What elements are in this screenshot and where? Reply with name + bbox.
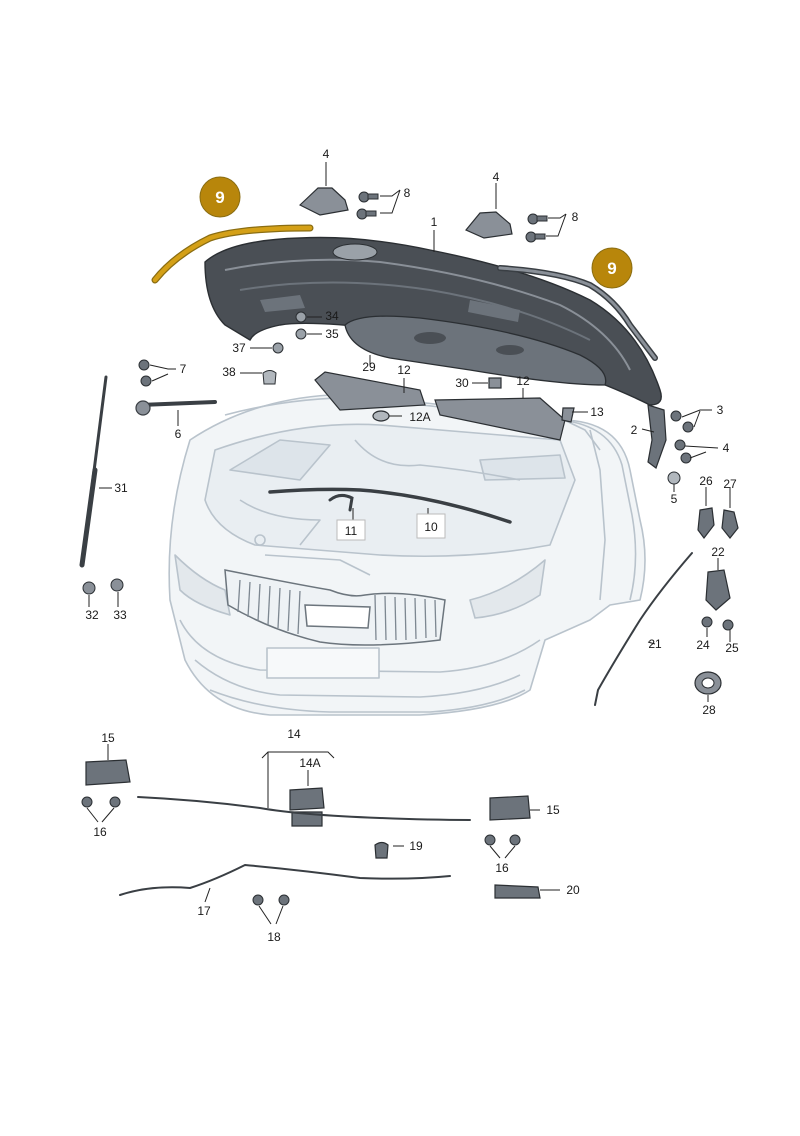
label-30: 30 bbox=[455, 376, 469, 390]
label-3: 3 bbox=[717, 403, 724, 417]
callout-left-text: 9 bbox=[215, 188, 224, 207]
label-11: 11 bbox=[345, 524, 358, 538]
label-7: 7 bbox=[180, 362, 187, 376]
label-20: 20 bbox=[566, 883, 580, 897]
lock-part bbox=[85, 404, 739, 899]
label-38: 38 bbox=[222, 365, 236, 379]
label-4-right: 4 bbox=[493, 170, 500, 184]
label-1: 1 bbox=[431, 215, 438, 229]
label-22: 22 bbox=[711, 545, 725, 559]
label-5: 5 bbox=[671, 492, 678, 506]
part-labels: 1 2 3 4 4 4 5 6 7 8 8 10 11 12 12 12A 13… bbox=[85, 147, 739, 944]
label-33: 33 bbox=[113, 608, 127, 622]
label-4-left: 4 bbox=[323, 147, 330, 161]
label-37: 37 bbox=[232, 341, 246, 355]
callout-right: 9 bbox=[591, 247, 633, 289]
grommet-part bbox=[694, 671, 722, 695]
label-16-left: 16 bbox=[93, 825, 107, 839]
seal-strip bbox=[151, 224, 658, 361]
label-19: 19 bbox=[409, 839, 423, 853]
label-15-right: 15 bbox=[546, 803, 560, 817]
label-6: 6 bbox=[175, 427, 182, 441]
leader-lines bbox=[86, 162, 731, 925]
car-body bbox=[168, 394, 646, 716]
label-12-left: 12 bbox=[397, 363, 411, 377]
label-2: 2 bbox=[631, 423, 638, 437]
label-26: 26 bbox=[699, 474, 713, 488]
label-14: 14 bbox=[287, 727, 301, 741]
cowl-panel-part bbox=[314, 371, 575, 441]
label-box-11 bbox=[336, 519, 366, 541]
bolt-part bbox=[81, 191, 734, 906]
label-12-right: 12 bbox=[516, 374, 530, 388]
label-34: 34 bbox=[325, 309, 339, 323]
label-8-left: 8 bbox=[404, 186, 411, 200]
label-10: 10 bbox=[424, 520, 438, 534]
front-grille bbox=[224, 569, 446, 646]
gas-strut bbox=[79, 375, 217, 568]
label-12A: 12A bbox=[409, 410, 430, 424]
label-32: 32 bbox=[85, 608, 99, 622]
insulation-mat-part bbox=[344, 315, 607, 386]
label-31: 31 bbox=[114, 481, 128, 495]
label-28: 28 bbox=[702, 703, 716, 717]
callout-left: 9 bbox=[199, 176, 241, 218]
label-4-side: 4 bbox=[723, 441, 730, 455]
label-25: 25 bbox=[725, 641, 739, 655]
label-27: 27 bbox=[723, 477, 737, 491]
cable-part bbox=[119, 487, 693, 896]
label-13: 13 bbox=[590, 405, 604, 419]
label-17: 17 bbox=[197, 904, 211, 918]
label-15-left: 15 bbox=[101, 731, 115, 745]
label-box-10 bbox=[416, 513, 446, 539]
label-16-right: 16 bbox=[495, 861, 509, 875]
callout-right-text: 9 bbox=[607, 259, 616, 278]
label-14A: 14A bbox=[299, 756, 320, 770]
label-18: 18 bbox=[267, 930, 281, 944]
label-21: 21 bbox=[648, 637, 662, 651]
label-35: 35 bbox=[325, 327, 339, 341]
label-8-right: 8 bbox=[572, 210, 579, 224]
hinge-part bbox=[298, 187, 513, 239]
label-24: 24 bbox=[696, 638, 710, 652]
label-29: 29 bbox=[362, 360, 376, 374]
